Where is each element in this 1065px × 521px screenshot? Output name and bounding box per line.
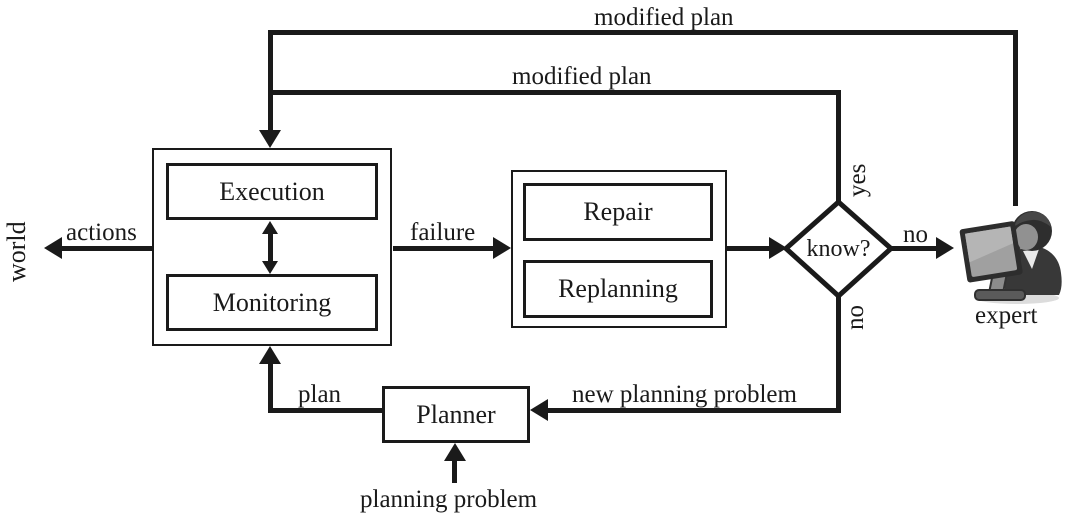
edge-label-planning-problem: planning problem — [360, 486, 538, 513]
edge-label-no-down: no — [842, 305, 869, 331]
repair-label: Repair — [583, 197, 653, 226]
line-modified-plan-yes — [268, 90, 841, 95]
edge-label-actions: actions — [66, 219, 137, 246]
line-modified-plan-expert-top — [268, 30, 1018, 35]
arrowhead-into-execution-box — [259, 130, 281, 148]
expert-icon — [959, 211, 1062, 304]
repair-box: Repair — [523, 183, 713, 241]
arrowhead-new-planning-problem — [530, 399, 548, 421]
monitoring-box: Monitoring — [166, 274, 378, 331]
arrowhead-actions — [44, 237, 62, 259]
line-no-to-expert — [889, 246, 938, 251]
line-new-planning-problem — [548, 408, 841, 413]
replanning-box: Replanning — [523, 260, 713, 318]
line-modified-plan-expert-right — [1013, 30, 1018, 206]
line-plan-vertical — [268, 363, 273, 413]
edge-label-modified-plan-yes: modified plan — [512, 63, 652, 90]
edge-label-plan: plan — [298, 381, 342, 408]
arrowhead-to-execution — [262, 221, 278, 234]
know-decision-diamond — [782, 198, 895, 300]
line-yes-vertical — [836, 90, 841, 204]
line-into-execution-box — [268, 30, 273, 131]
expert-label: expert — [975, 302, 1038, 329]
edge-label-failure: failure — [410, 219, 476, 246]
monitoring-label: Monitoring — [212, 287, 332, 317]
edge-label-modified-plan-expert: modified plan — [594, 4, 734, 31]
execution-box: Execution — [166, 163, 378, 220]
arrowhead-planning-problem — [444, 443, 466, 461]
replanning-label: Replanning — [558, 274, 678, 303]
line-failure — [393, 246, 497, 251]
arrowhead-plan — [259, 346, 281, 364]
arrowhead-to-decision — [769, 237, 787, 259]
planner-label: Planner — [416, 399, 496, 429]
world-label: world — [2, 221, 31, 283]
planner-box: Planner — [382, 386, 530, 443]
line-actions — [60, 246, 152, 251]
arrowhead-no-to-expert — [936, 237, 954, 259]
line-no-down — [836, 294, 841, 413]
edge-label-no-to-expert: no — [903, 221, 928, 248]
line-planning-problem — [452, 460, 457, 483]
edge-label-yes: yes — [844, 163, 871, 197]
line-execution-monitoring — [268, 232, 273, 265]
line-to-decision — [725, 246, 771, 251]
arrowhead-failure — [493, 237, 511, 259]
execution-label: Execution — [219, 176, 325, 206]
decision-label: know? — [806, 236, 871, 262]
arrowhead-to-monitoring — [262, 261, 278, 274]
edge-label-new-planning-problem: new planning problem — [572, 381, 797, 408]
line-plan-horizontal — [268, 408, 382, 413]
